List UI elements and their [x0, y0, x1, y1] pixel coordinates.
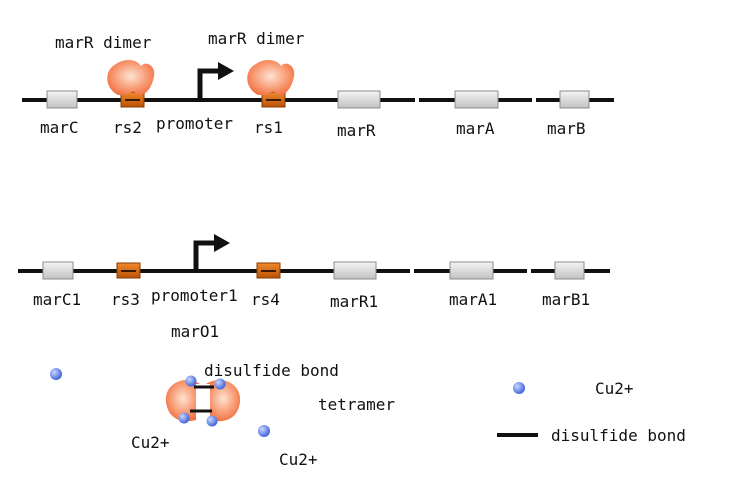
label-marR-dimer-left: marR dimer: [55, 33, 152, 52]
gene-marA1: [449, 261, 494, 280]
legend-cu-icon: [513, 382, 525, 394]
cu-ion-bound-2: [214, 378, 226, 390]
cu-ion-bound-1: [185, 375, 197, 387]
legend-bond-label: disulfide bond: [551, 426, 686, 445]
marR-dimer-left: [107, 60, 155, 96]
promoter-arrowhead-top: [218, 62, 234, 80]
cu-ion-free-bottom: [258, 425, 270, 437]
label-marA: marA: [456, 119, 495, 138]
top-operon: marR dimer marR dimer marC rs2 promoter …: [22, 29, 614, 140]
legend-cu-label: Cu2+: [595, 379, 634, 398]
label-marR: marR: [337, 121, 376, 140]
legend: Cu2+ disulfide bond: [497, 379, 686, 445]
tetramer-panel: disulfide bond tetramer Cu2+ Cu2+: [50, 361, 395, 469]
label-rs1: rs1: [254, 118, 283, 137]
gene-marC: [46, 90, 78, 109]
label-marC1: marC1: [33, 290, 81, 309]
label-rs3: rs3: [111, 290, 140, 309]
label-marO1: marO1: [171, 322, 219, 341]
label-marR-dimer-right: marR dimer: [208, 29, 305, 48]
bottom-operon: marC1 rs3 promoter1 rs4 marR1 marA1 marB…: [18, 234, 610, 341]
gene-marA: [454, 90, 499, 109]
label-marC: marC: [40, 118, 79, 137]
marR-dimer-right: [247, 60, 295, 96]
promoter-arrow-bottom: [193, 240, 216, 271]
gene-marR1: [333, 261, 377, 280]
label-marR1: marR1: [330, 292, 378, 311]
label-marB1: marB1: [542, 290, 590, 309]
label-disulfide-bond: disulfide bond: [204, 361, 339, 380]
gene-marB: [559, 90, 590, 109]
gene-marB1: [554, 261, 585, 280]
tetramer-lobe-right: [206, 380, 241, 422]
label-promoter1: promoter1: [151, 286, 238, 305]
gene-marC1: [42, 261, 74, 280]
label-rs2: rs2: [113, 118, 142, 137]
label-promoter: promoter: [156, 114, 233, 133]
label-tetramer: tetramer: [318, 395, 395, 414]
cu-ion-free-left: [50, 368, 62, 380]
label-cu-bottom: Cu2+: [279, 450, 318, 469]
label-marA1: marA1: [449, 290, 497, 309]
promoter-arrowhead-bottom: [214, 234, 230, 252]
cu-ion-bound-3: [178, 412, 190, 424]
gene-marR: [337, 90, 381, 109]
promoter-arrow-top: [197, 68, 220, 100]
cu-ion-bound-4: [206, 415, 218, 427]
label-marB: marB: [547, 119, 586, 138]
label-rs4: rs4: [251, 290, 280, 309]
label-cu-left: Cu2+: [131, 433, 170, 452]
